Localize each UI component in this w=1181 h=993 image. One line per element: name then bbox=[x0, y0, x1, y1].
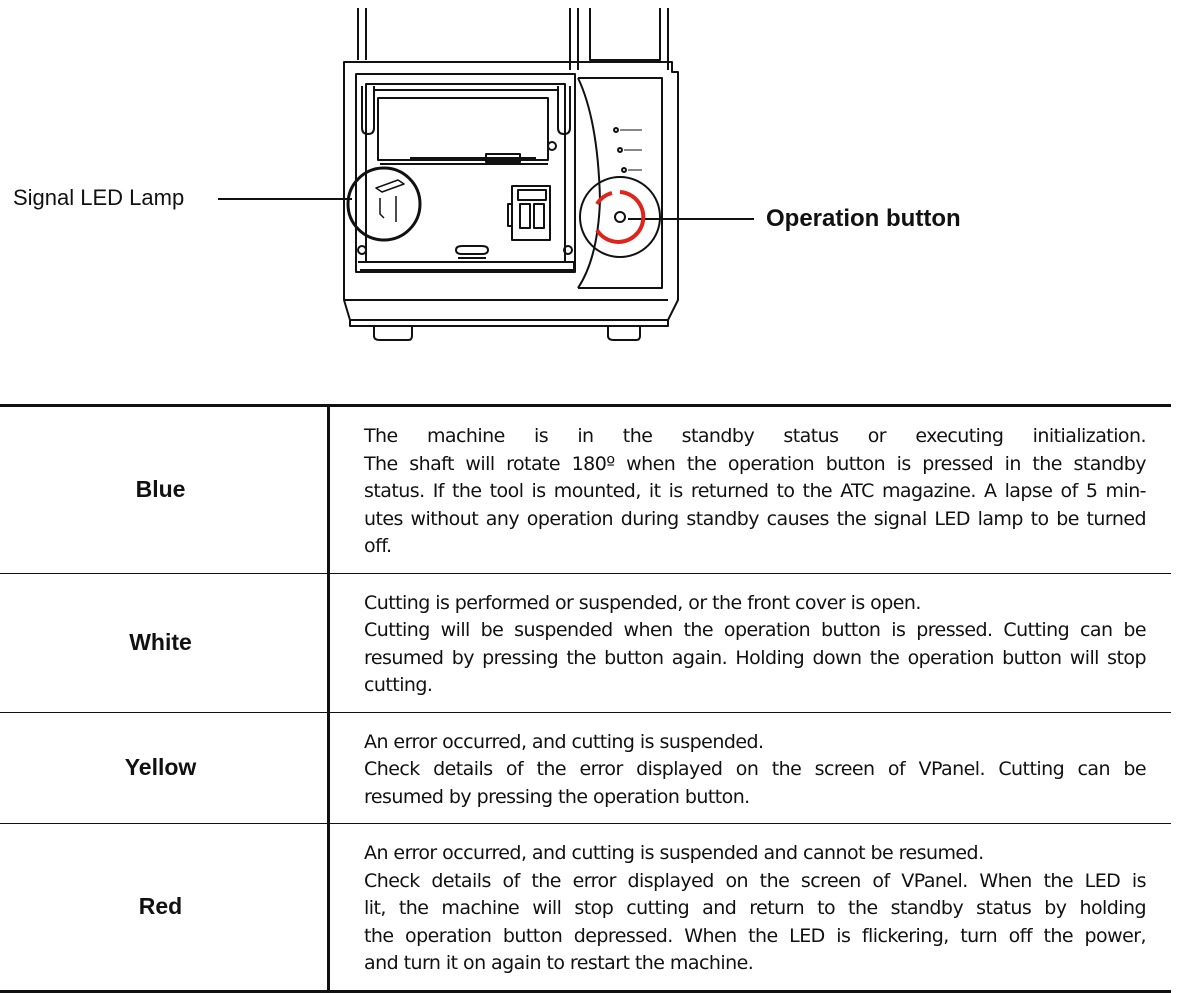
led-color-label: Blue bbox=[0, 405, 330, 573]
led-color-label: White bbox=[0, 572, 330, 712]
led-status-description: An error occurred, and cutting is suspen… bbox=[328, 823, 1171, 991]
operation-button-label: Operation button bbox=[766, 205, 961, 232]
description-line: An error occurred, and cutting is suspen… bbox=[364, 842, 984, 864]
table-row-white: White Cutting is performed or suspended,… bbox=[0, 572, 1171, 712]
table-row-blue: Blue The machine is in the standby statu… bbox=[0, 405, 1172, 574]
description-line: Check details of the error displayed on … bbox=[364, 869, 1147, 892]
description-line: An error occurred, and cutting is suspen… bbox=[364, 730, 764, 753]
description-line: the operation button depressed. When the… bbox=[364, 924, 1147, 947]
description-line: The machine is in the standby status or … bbox=[364, 425, 1147, 447]
led-status-description: The machine is in the standby status or … bbox=[329, 406, 1172, 574]
table-row-yellow: Yellow An error occurred, and cutting is… bbox=[0, 711, 1171, 824]
description-line: lit, the machine will stop cutting and r… bbox=[364, 897, 1147, 919]
description-line: resumed by pressing the button again. Ho… bbox=[364, 646, 1147, 697]
led-status-table: Blue The machine is in the standby statu… bbox=[0, 404, 1171, 993]
led-color-label: Red bbox=[0, 823, 330, 991]
signal-led-lamp-label: Signal LED Lamp bbox=[13, 185, 185, 210]
description-line: The shaft will rotate 180º when the oper… bbox=[364, 452, 1147, 475]
table-row-red: Red An error occurred, and cutting is su… bbox=[0, 823, 1171, 991]
description-line: Check details of the error displayed on … bbox=[364, 758, 1147, 780]
led-color-label: Yellow bbox=[0, 711, 330, 824]
description-line: Cutting will be suspended when the opera… bbox=[364, 619, 1147, 641]
description-line: and turn it on again to restart the mach… bbox=[364, 952, 754, 974]
led-status-description: An error occurred, and cutting is suspen… bbox=[328, 711, 1171, 824]
description-line: utes without any operation during standb… bbox=[364, 507, 1147, 558]
description-line: Cutting is performed or suspended, or th… bbox=[364, 591, 921, 614]
led-status-description: Cutting is performed or suspended, or th… bbox=[328, 572, 1171, 712]
description-line: status. If the tool is mounted, it is re… bbox=[364, 480, 1147, 502]
description-line: resumed by pressing the operation button… bbox=[364, 785, 750, 808]
machine-figure: Signal LED Lamp Operation button bbox=[0, 0, 1181, 400]
machine-illustration bbox=[218, 8, 754, 341]
